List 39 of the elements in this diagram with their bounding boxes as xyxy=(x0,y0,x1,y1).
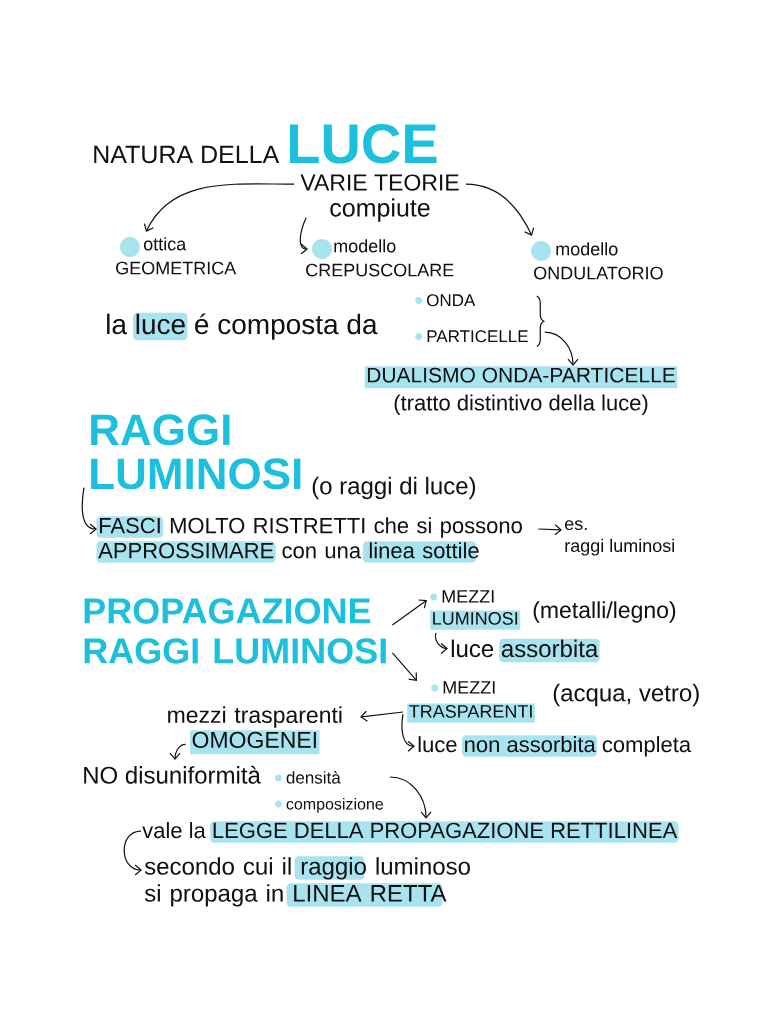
arrow xyxy=(391,599,427,626)
note-text: modello CREPUSCOLARE xyxy=(306,239,454,277)
arrow xyxy=(169,743,187,760)
note-text: MEZZI TRASPARENTI xyxy=(407,681,535,723)
arrow xyxy=(544,331,579,366)
arrow xyxy=(401,713,415,752)
arrow xyxy=(389,776,432,819)
arrow xyxy=(434,632,448,655)
arrow xyxy=(123,830,142,876)
note-text: luce assorbita xyxy=(451,638,600,663)
note-text: mezzi trasparenti OMOGENEI xyxy=(168,706,342,755)
title: NATURA DELLA LUCE xyxy=(94,123,437,164)
note-text: DUALISMO ONDA-PARTICELLE (tratto distintivo della luce) xyxy=(364,366,678,415)
side-note: (o raggi di luce) xyxy=(312,476,476,500)
arrow xyxy=(391,652,417,681)
note-text: es. raggi luminosi xyxy=(565,520,674,556)
arrow xyxy=(360,710,404,722)
side-note: (acqua, vetro) xyxy=(553,683,699,707)
note-text: FASCI MOLTO RISTRETTI che si possono APPROSSIMARE con una linea sottile xyxy=(96,516,522,563)
note-text: MEZZI LUMINOSI xyxy=(430,590,521,630)
side-note: (metalli/legno) xyxy=(533,601,676,623)
note-text: NO disuniformità densità composizione xyxy=(84,765,383,813)
arrow xyxy=(143,183,295,232)
note-text: vale la LEGGE DELLA PROPAGAZIONE RETTILINEA xyxy=(142,821,679,843)
bullet-list: ONDA PARTICELLE xyxy=(415,294,528,343)
node-label: ONDA xyxy=(427,294,476,307)
note-text: secondo cui il raggio luminoso si propaga in LINEA RETTA xyxy=(144,856,470,907)
arrow xyxy=(81,486,97,535)
note-text: la luce é composta da xyxy=(107,312,378,341)
heading: RAGGI LUMINOSI xyxy=(91,414,301,490)
note-text: luce non assorbita completa xyxy=(418,735,692,757)
note-text: VARIE TEORIE compiute xyxy=(300,174,459,222)
heading: PROPAGAZIONE RAGGI LUMINOSI xyxy=(84,598,386,664)
note-text: ottica GEOMETRICA xyxy=(116,237,237,275)
arrow xyxy=(299,217,308,255)
arrow xyxy=(537,524,562,536)
node-label: PARTICELLE xyxy=(427,330,528,343)
note-text: modello ONDULATORIO xyxy=(534,242,663,280)
arrow xyxy=(465,183,535,236)
